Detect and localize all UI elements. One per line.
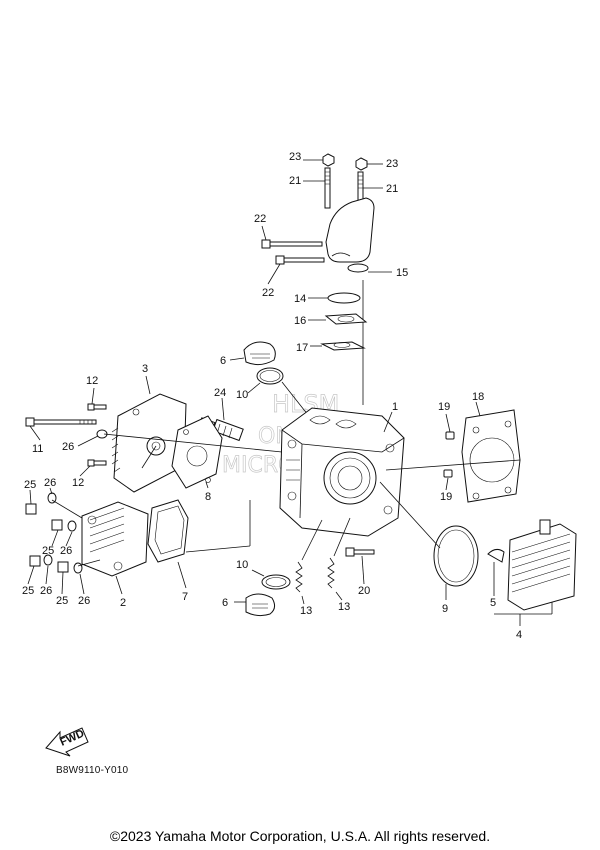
callout-19a: 19 <box>438 401 450 413</box>
bolt-20 <box>345 547 375 557</box>
dowel-19-upper <box>445 431 455 440</box>
callout-26b: 26 <box>44 477 56 489</box>
callout-3: 3 <box>142 363 148 375</box>
callout-17: 17 <box>296 342 308 354</box>
callout-2: 2 <box>120 597 126 609</box>
callout-25a: 25 <box>24 479 36 491</box>
gasket-17 <box>320 341 366 351</box>
gasket-5 <box>487 548 505 563</box>
nut-23-right <box>355 157 368 171</box>
callout-26a: 26 <box>62 441 74 453</box>
intake-manifold-15 <box>325 197 375 263</box>
upper-cap-group <box>229 341 313 421</box>
callout-26e: 26 <box>78 595 90 607</box>
callout-1: 1 <box>392 401 398 413</box>
callout-5: 5 <box>490 597 496 609</box>
cylinder-head-1 <box>279 407 405 537</box>
callout-26c: 26 <box>60 545 72 557</box>
side-cover-3 <box>111 375 223 493</box>
stud-21-left <box>324 167 331 209</box>
callout-26d: 26 <box>40 585 52 597</box>
callout-12a: 12 <box>86 375 98 387</box>
callout-4: 4 <box>516 629 522 641</box>
callout-22b: 22 <box>262 287 274 299</box>
spring-13-left <box>295 561 303 593</box>
callout-22a: 22 <box>254 213 266 225</box>
left-fasteners <box>25 387 283 477</box>
callout-25b: 25 <box>42 545 54 557</box>
bolt-11 <box>25 417 97 427</box>
bolt-12-lower <box>87 459 107 467</box>
callout-14: 14 <box>294 293 306 305</box>
cap-25-a <box>25 503 37 515</box>
fwd-arrow-icon: FWD <box>45 727 89 757</box>
callout-21b: 21 <box>386 183 398 195</box>
callout-13a: 13 <box>300 605 312 617</box>
o-ring-9 <box>433 525 479 587</box>
callout-20: 20 <box>358 585 370 597</box>
callout-12b: 12 <box>72 477 84 489</box>
washer-26-c <box>67 520 77 532</box>
callout-7: 7 <box>182 591 188 603</box>
copyright-notice: ©2023 Yamaha Motor Corporation, U.S.A. A… <box>109 828 491 844</box>
cap-25-c <box>29 555 41 567</box>
callout-15: 15 <box>396 267 408 279</box>
callout-9: 9 <box>442 603 448 615</box>
callout-10b: 10 <box>236 559 248 571</box>
lower-parts <box>234 517 375 617</box>
valve-cover-2 <box>25 487 149 595</box>
callout-25d: 25 <box>56 595 68 607</box>
dowel-19-lower <box>443 469 453 478</box>
cap-6-upper <box>243 341 276 366</box>
callout-6b: 6 <box>222 597 228 609</box>
callout-18: 18 <box>472 391 484 403</box>
diagram-code: B8W9110-Y010 <box>56 765 129 776</box>
bolt-22-lower <box>275 255 325 265</box>
callout-21a: 21 <box>289 175 301 187</box>
callout-25c: 25 <box>22 585 34 597</box>
callout-11: 11 <box>32 443 43 455</box>
callout-6a: 6 <box>220 355 226 367</box>
cap-6-lower <box>245 593 276 617</box>
callout-23b: 23 <box>386 158 398 170</box>
bolt-22-upper <box>261 239 323 249</box>
callout-8: 8 <box>205 491 211 503</box>
bolt-12-upper <box>87 403 107 411</box>
insulator-16 <box>324 313 368 325</box>
o-ring-14 <box>327 292 361 304</box>
callout-labels: 23 23 21 21 22 22 15 14 16 17 6 10 24 3 … <box>22 151 522 641</box>
spring-13-right <box>327 557 335 589</box>
cylinder-group <box>379 401 577 626</box>
callout-23a: 23 <box>289 151 301 163</box>
gasket-7 <box>147 499 251 589</box>
cap-25-d <box>57 561 69 573</box>
washer-26-e <box>73 562 83 574</box>
callout-10a: 10 <box>236 389 248 401</box>
callout-16: 16 <box>294 315 306 327</box>
cap-25-b <box>51 519 63 531</box>
nut-23-left <box>322 153 335 167</box>
gasket-18 <box>461 409 521 503</box>
callout-24: 24 <box>214 387 226 399</box>
intake-assembly <box>261 153 392 405</box>
callout-19b: 19 <box>440 491 452 503</box>
callout-13b: 13 <box>338 601 350 613</box>
washer-26-d <box>43 554 53 566</box>
